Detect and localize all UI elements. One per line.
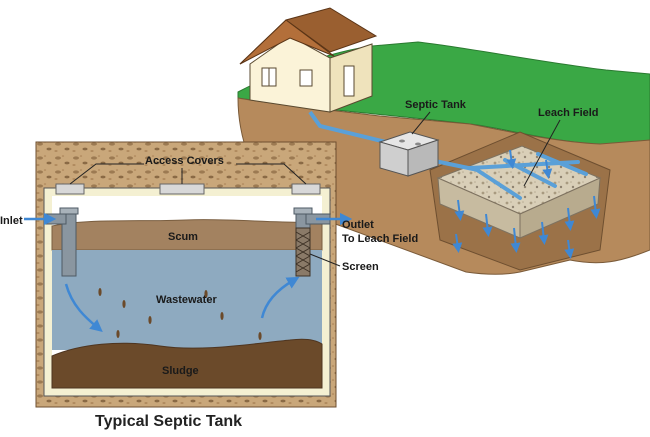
septic-tank-box bbox=[378, 131, 440, 177]
house-drain-pipe bbox=[308, 110, 387, 144]
label-outlet: Outlet bbox=[342, 219, 374, 231]
wastewater-layer bbox=[52, 250, 322, 350]
label-outlet-to-leach-field: To Leach Field bbox=[342, 233, 418, 245]
house bbox=[239, 7, 378, 113]
label-access-covers: Access Covers bbox=[145, 155, 224, 167]
label-sludge: Sludge bbox=[162, 365, 199, 377]
leader-leach-field bbox=[523, 119, 561, 187]
label-wastewater: Wastewater bbox=[156, 294, 217, 306]
flow-arrows bbox=[24, 212, 353, 333]
leader-screen bbox=[309, 253, 341, 267]
label-septic-tank: Septic Tank bbox=[405, 99, 467, 111]
house-door bbox=[343, 65, 355, 97]
label-screen: Screen bbox=[342, 261, 379, 273]
suspended-particles bbox=[98, 288, 262, 340]
screen-filter bbox=[295, 227, 311, 277]
landscape-scene: Septic Tank Leach Field bbox=[237, 7, 650, 275]
tank-cross-section: Access Covers Scum Wastewater Sludge Inl… bbox=[0, 141, 418, 408]
label-inlet: Inlet bbox=[0, 215, 23, 227]
sludge-layer bbox=[51, 338, 323, 389]
seepage-arrows bbox=[452, 149, 601, 259]
diagram-caption: Typical Septic Tank bbox=[95, 413, 242, 430]
label-scum: Scum bbox=[168, 231, 198, 243]
gravel-bed-side bbox=[519, 177, 601, 239]
leader-septic-tank bbox=[411, 111, 431, 135]
label-leach-field: Leach Field bbox=[538, 107, 599, 119]
access-covers-bracket bbox=[69, 163, 307, 185]
